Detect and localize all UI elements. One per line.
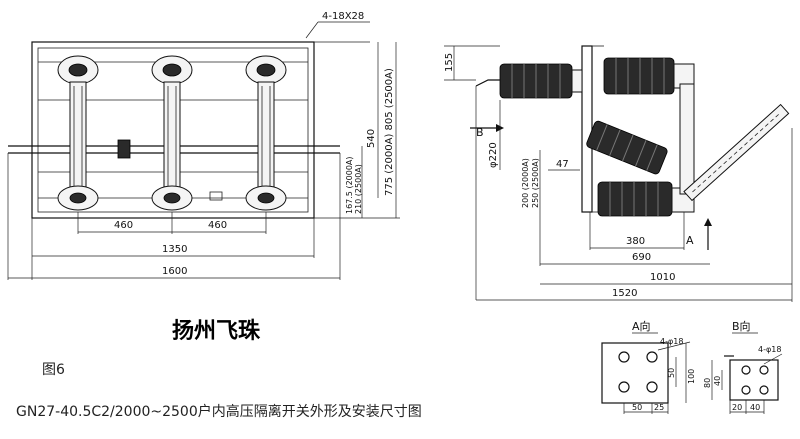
dim-167-5: 167.5 (2000A) bbox=[345, 156, 354, 214]
view-b-title: B向 bbox=[732, 319, 751, 333]
view-a-d25: 25 bbox=[654, 403, 664, 412]
view-a-holes: 4-φ18 bbox=[660, 337, 683, 346]
view-a-title: A向 bbox=[632, 319, 651, 333]
upper-insulator bbox=[475, 63, 583, 99]
dim-460-left: 460 bbox=[114, 220, 133, 231]
view-b-d40: 40 bbox=[750, 403, 760, 412]
side-view: B A 155 φ220 200 (2000A) 250 (2500A) 47 … bbox=[444, 45, 793, 302]
arrow-a-label: A bbox=[686, 234, 694, 247]
operating-insulator bbox=[586, 120, 668, 175]
dim-775-805: 775 (2000A) 805 (2500A) bbox=[384, 68, 395, 196]
view-b-d20: 20 bbox=[732, 403, 742, 412]
pole-1 bbox=[57, 55, 99, 211]
dim-1350: 1350 bbox=[162, 244, 187, 255]
view-a-d50v: 50 bbox=[667, 368, 676, 378]
bolt-holes-label: 4-18X28 bbox=[322, 11, 364, 22]
brand-name: 扬州飞珠 bbox=[172, 318, 261, 344]
front-view: 4-18X28 460 460 1350 1600 775 (2000A) 80… bbox=[7, 11, 400, 280]
view-a-d50: 50 bbox=[632, 403, 642, 412]
view-b-d80: 80 bbox=[703, 378, 712, 388]
view-b: B向 4-φ18 20 40 80 40 bbox=[703, 319, 783, 414]
dim-380: 380 bbox=[626, 236, 645, 247]
dim-460-right: 460 bbox=[208, 220, 227, 231]
dim-47: 47 bbox=[556, 159, 569, 170]
arrow-b-label: B bbox=[476, 126, 484, 139]
dim-540: 540 bbox=[366, 129, 377, 148]
dim-690: 690 bbox=[632, 252, 651, 263]
blade-closed bbox=[679, 83, 695, 195]
figure-number: 图6 bbox=[42, 362, 65, 378]
dim-phi-220: φ220 bbox=[488, 142, 499, 168]
dim-250: 250 (2500A) bbox=[531, 158, 540, 208]
operating-mechanism bbox=[117, 139, 131, 159]
blade-open bbox=[683, 103, 790, 202]
view-a-d100: 100 bbox=[687, 369, 696, 384]
drawing-caption: GN27-40.5C2/2000~2500户内高压隔离开关外形及安装尺寸图 bbox=[16, 403, 422, 420]
dim-1600: 1600 bbox=[162, 266, 187, 277]
pole-3 bbox=[245, 55, 287, 211]
dim-200: 200 (2000A) bbox=[521, 158, 530, 208]
upper-post-insulator bbox=[603, 57, 695, 95]
view-b-holes: 4-φ18 bbox=[758, 345, 781, 354]
dim-210: 210 (2500A) bbox=[354, 164, 363, 214]
pole-2 bbox=[151, 55, 193, 211]
dim-155: 155 bbox=[444, 53, 455, 72]
dim-1520: 1520 bbox=[612, 288, 637, 299]
view-a: A向 4-φ18 50 25 50 100 bbox=[601, 319, 696, 414]
view-b-d40v: 40 bbox=[713, 376, 722, 386]
front-frame bbox=[31, 41, 315, 219]
dim-1010: 1010 bbox=[650, 272, 675, 283]
